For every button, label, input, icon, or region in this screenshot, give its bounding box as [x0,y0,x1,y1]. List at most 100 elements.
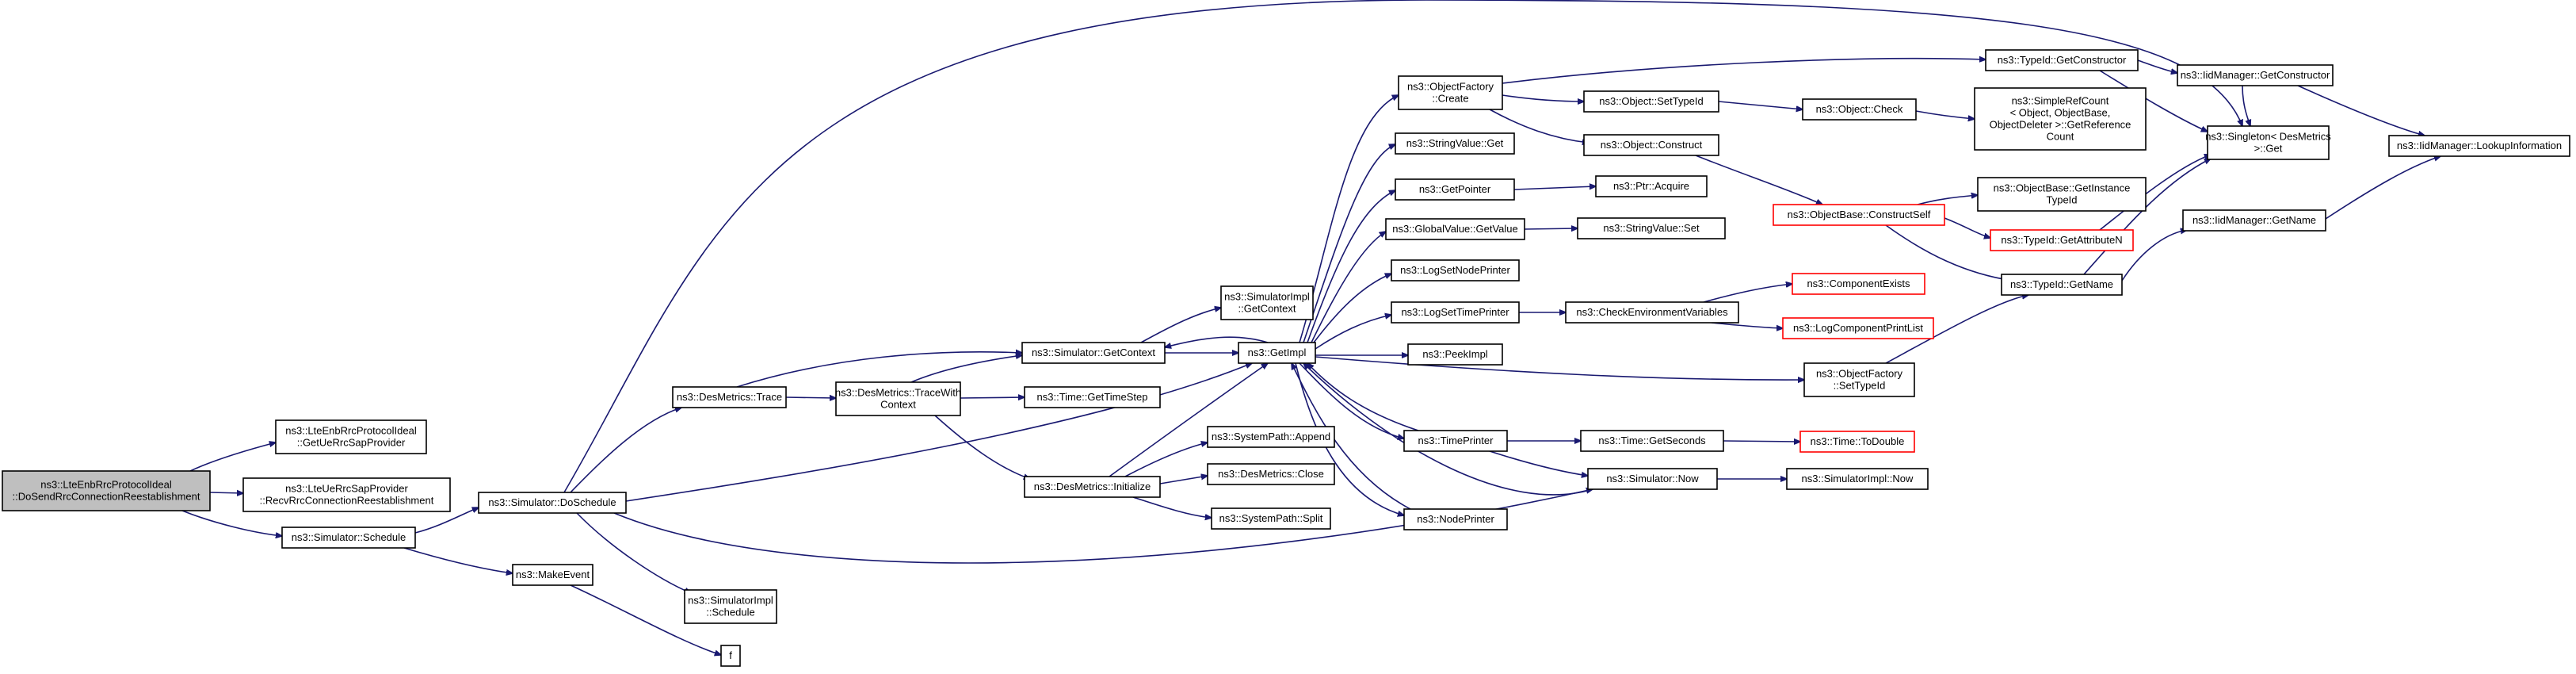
node-doschedule[interactable]: ns3::Simulator::DoSchedule [478,492,627,514]
node-tidgetattr[interactable]: ns3::TypeId::GetAttributeN [1990,229,2134,251]
node-box [672,386,787,408]
node-box [242,477,451,512]
node-ofsettypeid[interactable]: ns3::ObjectFactory::SetTypeId [1803,362,1915,397]
node-checkenv[interactable]: ns3::CheckEnvironmentVariables [1565,301,1739,324]
call-edges [181,0,2441,655]
node-label: ns3::IidManager::GetConstructor [2181,69,2330,81]
node-f[interactable]: f [720,645,741,667]
node-peekimpl[interactable]: ns3::PeekImpl [1407,343,1503,366]
node-iidgetname[interactable]: ns3::IidManager::GetName [2182,209,2326,232]
node-label: ns3::SimulatorImpl::Now [1802,473,1914,484]
edge-objconstruct-to-obconstructself [1695,155,1822,205]
node-label: ::Schedule [706,607,754,618]
node-obconstructself[interactable]: ns3::ObjectBase::ConstructSelf [1773,204,1945,226]
edge-iidgetname-to-iidlookup [2325,156,2441,220]
node-label: ::RecvRrcConnectionReestablishment [260,495,434,507]
node-ptracquire[interactable]: ns3::Ptr::Acquire [1595,175,1708,197]
node-box [720,645,741,667]
node-getimpl[interactable]: ns3::GetImpl [1238,342,1316,364]
edge-checkenv-to-logcomplist [1711,322,1783,328]
node-box [1583,134,1719,156]
node-objconstruct[interactable]: ns3::Object::Construct [1583,134,1719,156]
node-logcomplist[interactable]: ns3::LogComponentPrintList [1782,317,1934,339]
node-getue[interactable]: ns3::LteEnbRrcProtocolIdeal::GetUeRrcSap… [275,419,427,454]
node-iidlookup[interactable]: ns3::IidManager::LookupInformation [2388,135,2570,157]
edge-tidgetname-to-iidgetname [2121,230,2187,281]
node-box [1395,132,1515,155]
node-label: ns3::GetImpl [1248,347,1307,358]
node-box [1207,426,1335,448]
node-objcheck[interactable]: ns3::Object::Check [1802,98,1917,121]
node-box [478,492,627,514]
node-gvgetvalue[interactable]: ns3::GlobalValue::GetValue [1385,218,1525,240]
node-box [1398,75,1503,110]
node-label: ns3::ObjectBase::GetInstance [1994,182,2131,194]
node-label: ns3::Simulator::DoSchedule [488,496,616,508]
node-label: ns3::ObjectFactory [1407,81,1494,93]
node-label: ns3::Simulator::Schedule [292,531,406,543]
node-ofcreate[interactable]: ns3::ObjectFactory::Create [1398,75,1503,110]
node-gettimestep[interactable]: ns3::Time::GetTimeStep [1024,386,1161,408]
node-timeprinter[interactable]: ns3::TimePrinter [1403,430,1508,452]
edge-root-to-getue [189,442,276,472]
edge-getimpl-to-gvgetvalue [1311,232,1386,343]
edge-tidgetattr-to-singleton [2099,155,2211,231]
edge-simgetctx-to-implgetctx [1140,308,1221,343]
node-svget[interactable]: ns3::StringValue::Get [1395,132,1515,155]
node-implschedule[interactable]: ns3::SimulatorImpl::Schedule [684,589,777,624]
node-simnow[interactable]: ns3::Simulator::Now [1587,468,1718,490]
node-dmclose[interactable]: ns3::DesMetrics::Close [1207,463,1335,485]
node-label: ns3::TypeId::GetAttributeN [2001,234,2122,246]
node-label: ns3::Time::GetSeconds [1598,435,1706,446]
node-box [2001,274,2123,296]
node-box [1990,229,2134,251]
node-label: ns3::LteUeRrcSapProvider [285,483,408,495]
node-sysappend[interactable]: ns3::SystemPath::Append [1207,426,1335,448]
node-iidgetctor[interactable]: ns3::IidManager::GetConstructor [2177,64,2334,86]
node-root[interactable]: ns3::LteEnbRrcProtocolIdeal::DoSendRrcCo… [2,470,211,511]
node-svset[interactable]: ns3::StringValue::Set [1577,217,1726,239]
node-schedule[interactable]: ns3::Simulator::Schedule [281,527,416,549]
node-label: ::GetUeRrcSapProvider [297,437,406,449]
edge-schedule-to-makeevent [403,547,513,573]
edge-getimpl-to-ofcreate [1299,95,1399,343]
node-label: >::Get [2254,143,2283,155]
node-compexists[interactable]: ns3::ComponentExists [1792,273,1925,295]
node-logtimeprinter[interactable]: ns3::LogSetTimePrinter [1391,301,1520,324]
node-box [1577,217,1726,239]
node-label: ns3::Singleton< DesMetrics [2205,131,2331,143]
node-box [835,381,961,416]
node-label: ns3::LteEnbRrcProtocolIdeal [40,479,172,491]
edge-dminit-to-sysappend [1124,442,1208,477]
node-box [1580,430,1724,452]
node-syssplit[interactable]: ns3::SystemPath::Split [1211,507,1331,530]
node-simplerefcount[interactable]: ns3::SimpleRefCount< Object, ObjectBase,… [1974,87,2147,151]
node-lognodeprinter[interactable]: ns3::LogSetNodePrinter [1391,259,1520,281]
node-dmtrace[interactable]: ns3::DesMetrics::Trace [672,386,787,408]
edge-dmtracewith-to-dminit [934,415,1030,479]
node-label: ns3::GlobalValue::GetValue [1392,223,1518,235]
node-timetodouble[interactable]: ns3::Time::ToDouble [1799,431,1915,453]
node-makeevent[interactable]: ns3::MakeEvent [512,564,593,586]
node-simgetctx[interactable]: ns3::Simulator::GetContext [1021,342,1166,364]
node-tidgetname[interactable]: ns3::TypeId::GetName [2001,274,2123,296]
node-label: ns3::LogSetNodePrinter [1400,264,1510,276]
node-label: ::Create [1432,93,1468,105]
node-getpointer[interactable]: ns3::GetPointer [1395,178,1515,201]
edge-root-to-recv [209,492,243,493]
node-implgetctx[interactable]: ns3::SimulatorImpl::GetContext [1220,285,1314,320]
node-setypeid[interactable]: ns3::Object::SetTypeId [1583,90,1719,113]
node-box [1391,301,1520,324]
node-timegetsec[interactable]: ns3::Time::GetSeconds [1580,430,1724,452]
node-singleton[interactable]: ns3::Singleton< DesMetrics>::Get [2205,125,2331,160]
node-nodeprinter[interactable]: ns3::NodePrinter [1403,508,1508,530]
node-recv[interactable]: ns3::LteUeRrcSapProvider::RecvRrcConnect… [242,477,451,512]
node-dminit[interactable]: ns3::DesMetrics::Initialize [1024,476,1161,498]
node-tidgetctor[interactable]: ns3::TypeId::GetConstructor [1985,49,2139,71]
node-label: ns3::Object::Construct [1601,139,1703,151]
edge-dminit-to-dmclose [1159,476,1208,484]
edge-dminit-to-syssplit [1132,496,1212,518]
node-implnow[interactable]: ns3::SimulatorImpl::Now [1786,468,1929,490]
